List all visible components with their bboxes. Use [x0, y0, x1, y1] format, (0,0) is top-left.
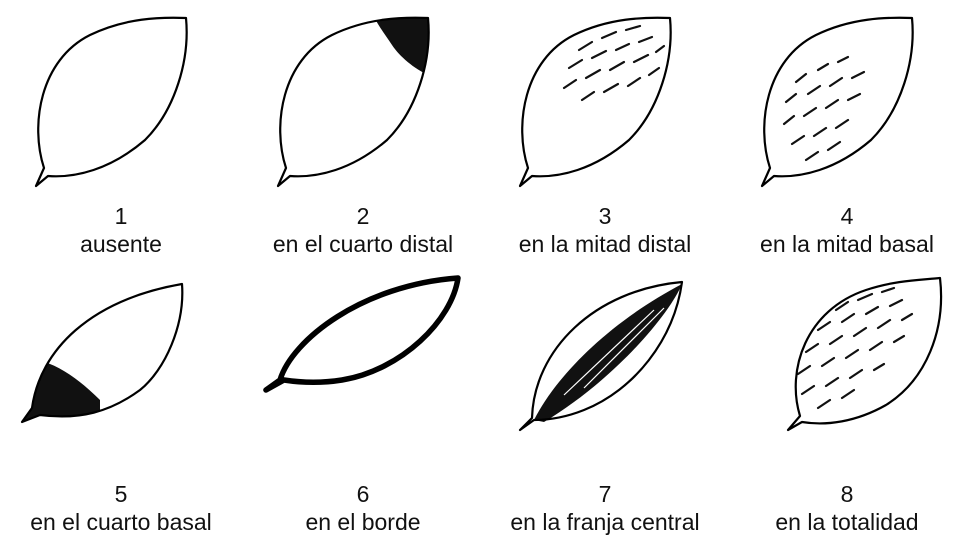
leaf-label: en la franja central: [510, 509, 700, 535]
leaf-absent-drawing: [34, 16, 188, 188]
leaf-item-2: 2 en el cuarto distal: [242, 0, 484, 270]
leaf-item-5: 5 en el cuarto basal: [0, 270, 242, 539]
leaf-number: 4: [840, 203, 854, 229]
leaf-label: en el borde: [305, 509, 421, 535]
leaf-item-8: 8 en la totalidad: [726, 270, 968, 539]
leaf-number: 6: [356, 481, 370, 507]
leaf-item-4: 4 en la mitad basal: [726, 0, 968, 270]
leaf-distal-half-drawing: [518, 16, 672, 188]
leaf-caption-7: 7 en la franja central: [484, 480, 726, 536]
leaf-caption-6: 6 en el borde: [242, 480, 484, 536]
leaf-label: en la totalidad: [775, 509, 919, 535]
leaf-caption-8: 8 en la totalidad: [726, 480, 968, 536]
leaf-number: 5: [114, 481, 128, 507]
leaf-item-7: 7 en la franja central: [484, 270, 726, 539]
leaf-basal-half-drawing: [760, 16, 914, 188]
leaf-item-1: 1 ausente: [0, 0, 242, 270]
leaf-distal-quarter-drawing: [276, 16, 430, 188]
leaf-label: en la mitad distal: [518, 231, 692, 257]
leaf-central-band-drawing: [518, 280, 684, 432]
leaf-item-6: 6 en el borde: [242, 270, 484, 539]
leaf-number: 2: [356, 203, 370, 229]
leaf-number: 8: [840, 481, 854, 507]
leaf-total-drawing: [786, 276, 943, 432]
leaf-caption-5: 5 en el cuarto basal: [0, 480, 242, 536]
leaf-label: ausente: [80, 231, 162, 257]
leaf-label: en el cuarto basal: [30, 509, 212, 535]
leaf-label: en el cuarto distal: [272, 231, 454, 257]
leaf-basal-quarter-drawing: [20, 282, 184, 424]
leaf-caption-3: 3 en la mitad distal: [484, 202, 726, 258]
leaf-label: en la mitad basal: [760, 231, 934, 257]
leaf-caption-1: 1 ausente: [0, 202, 242, 258]
leaf-caption-2: 2 en el cuarto distal: [242, 202, 484, 258]
leaf-margin-drawing: [263, 275, 461, 393]
leaf-caption-4: 4 en la mitad basal: [726, 202, 968, 258]
leaf-number: 7: [598, 481, 612, 507]
leaf-number: 3: [598, 203, 612, 229]
leaf-item-3: 3 en la mitad distal: [484, 0, 726, 270]
leaf-number: 1: [114, 203, 128, 229]
